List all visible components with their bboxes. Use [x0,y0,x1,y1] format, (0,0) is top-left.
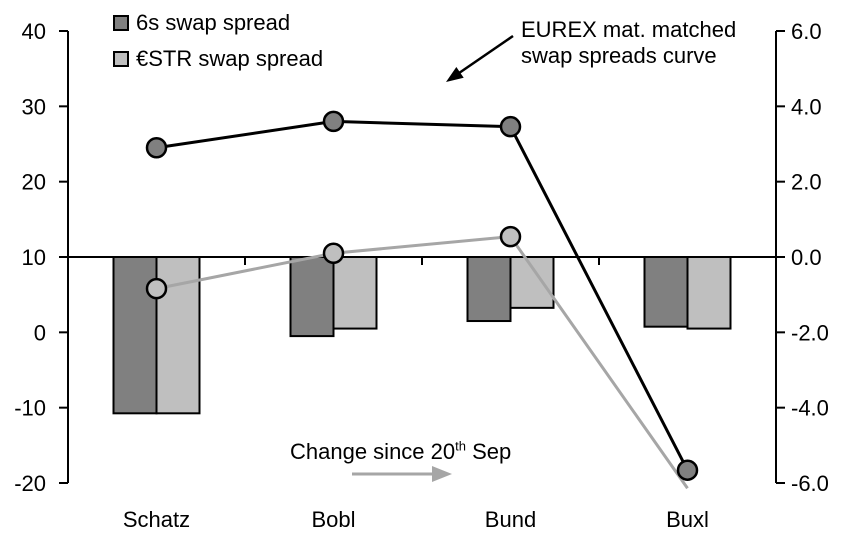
change-annotation-sup: th [455,438,466,454]
left-axis-tick-label: 20 [22,170,46,195]
marker-estr-schatz [145,277,168,300]
category-label-schatz: Schatz [123,507,190,532]
marker-6s-schatz [145,137,168,159]
right-axis-tick-label: -6.0 [791,471,829,496]
left-axis-tick-label: 40 [22,19,46,44]
left-axis-tick-label: -20 [14,471,46,496]
left-axis-tick-label: 10 [22,245,46,270]
change-annotation-text: Change since 20 [290,439,456,464]
curve-annotation-line1: EUREX mat. matched [521,17,737,42]
bar-6s-buxl [643,256,689,328]
marker-6s-bund [499,115,522,138]
right-axis-tick-label: 0.0 [791,245,822,270]
marker-6s-buxl [676,459,699,481]
legend-swatch-estr [113,51,129,67]
legend-label-estr: €STR swap spread [136,46,324,71]
marker-estr-bund [499,225,522,248]
right-axis-tick-label: 6.0 [791,19,822,44]
curve-annotation: EUREX mat. matched swap spreads curve [521,17,736,69]
category-label-bobl: Bobl [311,507,355,532]
right-axis-tick-label: 2.0 [791,170,822,195]
change-annotation-suffix: Sep [465,439,512,464]
left-axis-tick-label: 0 [34,320,46,345]
bar-6s-bund [466,256,512,323]
change-annotation: Change since 20th Sep [290,438,512,464]
bar-6s-bobl [289,256,335,338]
marker-estr-bobl [322,242,345,264]
right-axis-tick-label: 4.0 [791,94,822,119]
legend-item-6s: 6s swap spread [113,12,323,34]
legend-label-6s: 6s swap spread [136,10,291,35]
category-label-buxl: Buxl [666,507,709,532]
legend: 6s swap spread €STR swap spread [113,12,323,84]
left-axis-tick-label: -10 [14,396,46,421]
curve-annotation-arrow-shaft [457,34,514,75]
curve-annotation-line2: swap spreads curve [521,43,717,68]
right-axis-tick-label: -2.0 [791,320,829,345]
legend-swatch-6s [113,15,129,31]
curve-annotation-arrow-head [446,67,464,82]
left-axis-tick-label: 30 [22,94,46,119]
bar-estr-buxl [686,256,732,330]
marker-6s-bobl [322,110,345,133]
line-6s [156,119,689,471]
line-estr [156,235,689,490]
change-annotation-arrow-head [432,466,452,482]
legend-item-estr: €STR swap spread [113,48,323,70]
right-axis-tick-label: -4.0 [791,396,829,421]
bar-estr-bobl [332,256,378,330]
category-label-bund: Bund [485,507,536,532]
